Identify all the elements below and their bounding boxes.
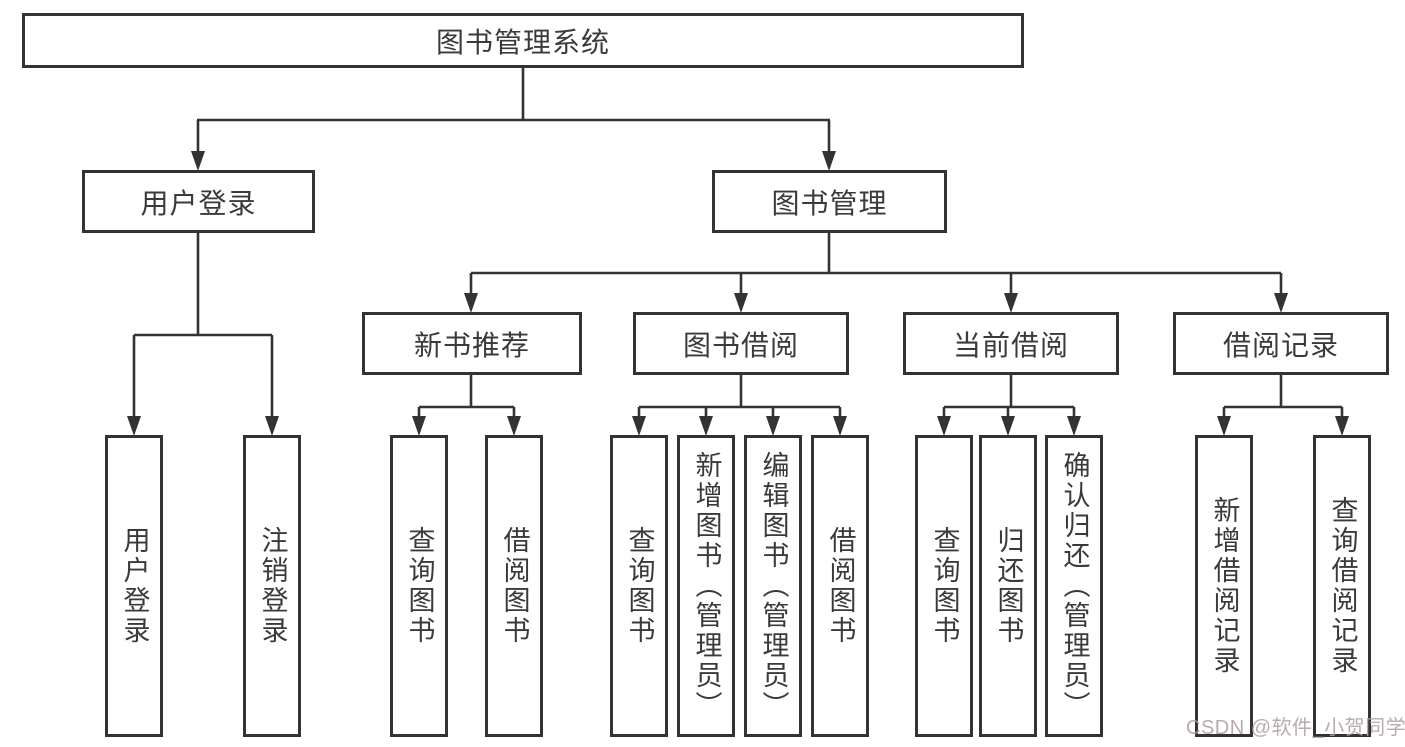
leaf-confirm-return-admin: 确认归还（管理员）	[1045, 435, 1103, 737]
connector-root-to-level2	[196, 68, 831, 153]
node-borrow-records: 借阅记录	[1173, 312, 1389, 375]
arrowhead-icon	[632, 416, 646, 436]
leaf-user-login: 用户登录	[105, 435, 163, 737]
leaf-query-books-borrow: 查询图书	[610, 435, 668, 737]
node-root-library-system: 图书管理系统	[22, 13, 1024, 68]
connector-currentborrow-to-leaves	[942, 375, 1076, 418]
leaf-query-books-recommend: 查询图书	[390, 435, 448, 737]
connector-userlogin-to-leaves	[132, 233, 274, 418]
arrowhead-icons	[127, 151, 1349, 436]
arrowhead-icon	[833, 416, 847, 436]
leaf-logout: 注销登录	[243, 435, 301, 737]
leaf-return-books: 归还图书	[979, 435, 1037, 737]
arrowhead-icon	[412, 416, 426, 436]
arrowhead-icon	[191, 151, 205, 171]
leaf-add-borrow-record: 新增借阅记录	[1195, 435, 1253, 737]
arrowhead-icon	[464, 293, 478, 313]
node-current-borrow: 当前借阅	[903, 312, 1119, 375]
arrowhead-icon	[1001, 416, 1015, 436]
node-book-management: 图书管理	[712, 170, 947, 233]
arrowhead-icon	[507, 416, 521, 436]
connector-records-to-leaves	[1222, 375, 1344, 418]
arrowhead-icon	[265, 416, 279, 436]
connector-bookborrow-to-leaves	[637, 375, 842, 418]
arrowhead-icon	[734, 293, 748, 313]
arrowhead-icon	[1335, 416, 1349, 436]
node-user-login: 用户登录	[82, 170, 315, 233]
arrowhead-icon	[127, 416, 141, 436]
leaf-borrow-books-recommend: 借阅图书	[485, 435, 543, 737]
connector-newbook-to-leaves	[417, 375, 516, 418]
leaf-edit-books-admin: 编辑图书（管理员）	[744, 435, 802, 737]
leaf-borrow-books: 借阅图书	[811, 435, 869, 737]
arrowhead-icon	[1004, 293, 1018, 313]
csdn-watermark: CSDN @软件_小贺同学	[1186, 717, 1405, 739]
arrowhead-icon	[937, 416, 951, 436]
node-new-book-recommend: 新书推荐	[362, 312, 582, 375]
leaf-query-books-current: 查询图书	[915, 435, 973, 737]
node-book-borrow: 图书借阅	[633, 312, 849, 375]
arrowhead-icon	[699, 416, 713, 436]
connector-bookmgmt-to-level3	[469, 233, 1283, 295]
leaf-query-borrow-record: 查询借阅记录	[1313, 435, 1371, 737]
arrowhead-icon	[822, 151, 836, 171]
leaf-add-books-admin: 新增图书（管理员）	[677, 435, 735, 737]
arrowhead-icon	[1274, 293, 1288, 313]
arrowhead-icon	[1217, 416, 1231, 436]
arrowhead-icon	[1067, 416, 1081, 436]
arrowhead-icon	[766, 416, 780, 436]
